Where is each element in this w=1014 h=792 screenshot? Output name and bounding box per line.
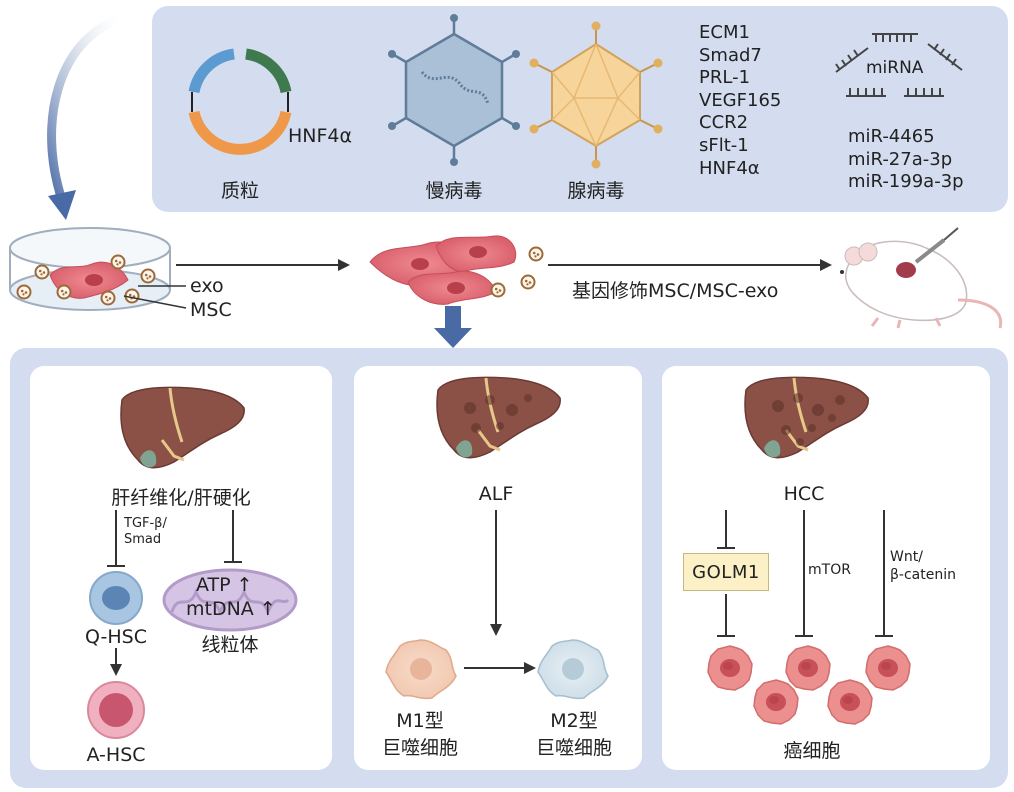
mtdna-label: mtDNA ↑ [186,598,276,620]
mtor-label: mTOR [808,562,851,578]
culture-dish-icon [9,227,187,311]
mirna-item: miR-199a-3p [848,171,964,193]
gene-item: HNF4α [699,157,760,179]
lentivirus-label: 慢病毒 [425,180,483,202]
exo-label: exo [190,275,224,297]
plasmid-icon [188,48,292,155]
msc-label: MSC [190,299,232,321]
liver-icon-fibrosis [119,385,246,470]
mitochondria-icon [162,568,298,632]
mirna-item: miR-4465 [848,126,935,147]
plasmid-gene-label: HNF4α [288,125,353,147]
cancer-cell [785,645,831,691]
m2-macrophage-cell [537,639,609,700]
msc-cluster-icon [369,235,544,305]
rat-icon [840,227,1003,329]
plasmid-label: 质粒 [220,180,260,202]
a-hsc-cell [87,681,145,739]
gene-item: Smad7 [699,44,762,66]
a-hsc-label: A-HSC [86,744,146,766]
up-arrow-icon: ↑ [230,574,253,596]
hcc-title: HCC [783,483,825,505]
q-hsc-cell [89,571,143,625]
gene-item: ECM1 [699,22,750,43]
cancer-cell [827,679,873,725]
up-arrow-icon: ↑ [253,598,276,620]
workflow-curve-arrow [47,15,123,205]
modified-msc-label: 基因修饰MSC/MSC-exo [572,280,779,302]
gene-item: PRL-1 [699,67,751,89]
fibrosis-title: 肝纤维化/肝硬化 [111,487,251,509]
q-hsc-label: Q-HSC [85,626,147,648]
mirna-title: miRNA [866,58,924,78]
tgf-beta-smad-label: TGF-β/ Smad [124,516,167,547]
cancer-cell [753,679,799,725]
mitochondria-label: 线粒体 [201,634,259,656]
mirna-icon [835,33,963,97]
cancer-cell-label: 癌细胞 [783,740,841,762]
cancer-cell [865,645,911,691]
adenovirus-icon [529,21,663,169]
gene-item: sFlt-1 [699,134,749,156]
gene-item: CCR2 [699,112,749,134]
down-arrow [434,306,472,348]
cancer-cell [707,645,753,691]
m1-macrophage-cell [385,639,457,700]
mirna-list: miR-4465 miR-27a-3p miR-199a-3p [848,126,964,194]
lentivirus-icon [388,14,520,166]
alf-title: ALF [478,483,514,505]
gene-item: VEGF165 [699,89,782,111]
m1-macrophage-label: M1型 巨噬细胞 [381,710,459,759]
atp-label: ATP ↑ [196,574,253,596]
cancer-cells [707,645,911,725]
wnt-beta-catenin-label: Wnt/ β-catenin [890,549,957,583]
mirna-item: miR-27a-3p [848,148,953,170]
liver-icon-hcc [743,375,870,460]
gene-list: ECM1 Smad7 PRL-1 VEGF165 CCR2 sFlt-1 HNF… [699,22,781,180]
liver-icon-alf [435,375,562,460]
golm1-box: GOLM1 [683,553,769,591]
adenovirus-label: 腺病毒 [567,180,625,202]
m2-macrophage-label: M2型 巨噬细胞 [535,710,613,759]
